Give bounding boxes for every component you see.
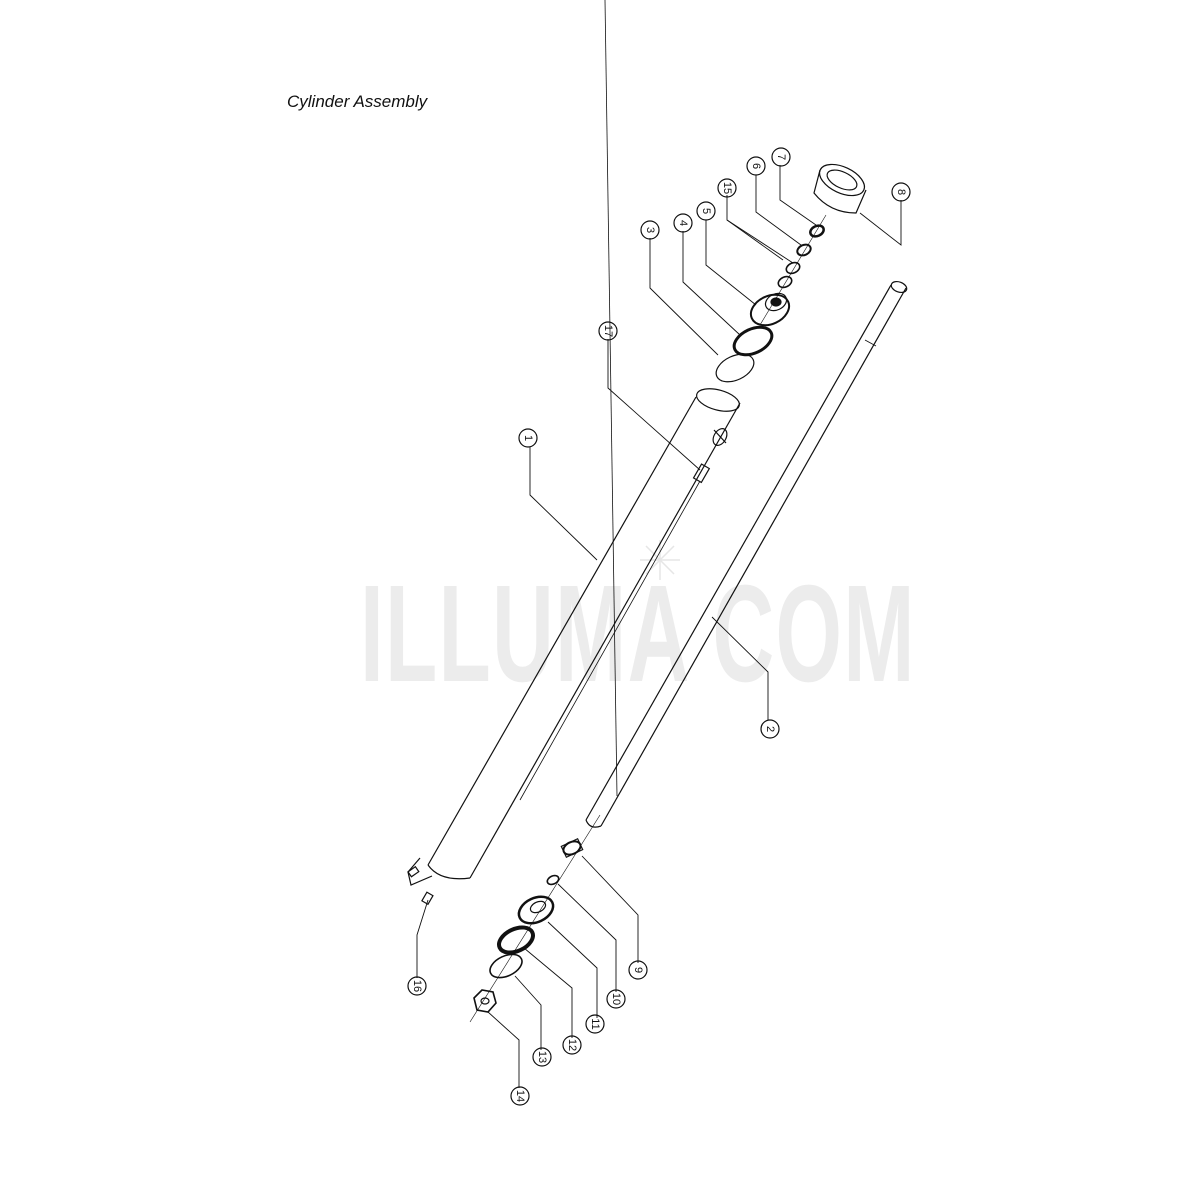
- callout-16: [407, 976, 427, 996]
- diagram-title: Cylinder Assembly: [287, 92, 428, 111]
- gland-5: [749, 292, 791, 327]
- callout-7: [771, 147, 791, 167]
- callout-label-17: 17: [602, 325, 614, 337]
- callout-6: [746, 156, 766, 176]
- callout-1: [518, 428, 538, 448]
- callout-label-15: 15: [721, 182, 733, 194]
- grease-fitting: [519, 463, 711, 801]
- watermark-star: [640, 540, 680, 580]
- piston-rod: [585, 0, 908, 828]
- callout-label-2: 2: [764, 726, 776, 732]
- spacer-9: [560, 837, 584, 859]
- callout-label-16: 16: [411, 980, 423, 992]
- callout-17: [598, 321, 618, 341]
- callout-13: [532, 1047, 552, 1067]
- callout-11: [585, 1014, 605, 1034]
- seal-15: [777, 261, 801, 289]
- callout-3: [640, 220, 660, 240]
- callout-12: [562, 1035, 582, 1055]
- nut-14: [473, 989, 497, 1013]
- callout-label-8: 8: [895, 189, 907, 195]
- wear-ring-13: [489, 953, 523, 979]
- o-ring-10: [546, 874, 560, 886]
- callout-14: [510, 1086, 530, 1106]
- callout-label-6: 6: [750, 163, 762, 169]
- callout-label-10: 10: [610, 993, 622, 1005]
- callout-label-5: 5: [700, 208, 712, 214]
- callout-label-1: 1: [522, 435, 534, 441]
- backup-ring-4: [732, 325, 774, 357]
- end-cap-8: [813, 163, 867, 214]
- o-ring-3: [715, 353, 755, 383]
- cylinder-barrel: [407, 388, 741, 886]
- leader-lines: [416, 165, 902, 1088]
- callout-8: [891, 182, 911, 202]
- fitting-16: [421, 891, 434, 906]
- piston-seal-12: [497, 925, 535, 955]
- callout-label-3: 3: [644, 227, 656, 233]
- piston-11: [517, 895, 555, 925]
- seal-7: [809, 224, 825, 238]
- callout-label-4: 4: [677, 220, 689, 226]
- callout-15: [717, 178, 737, 198]
- callout-9: [628, 960, 648, 980]
- callout-5: [696, 201, 716, 221]
- callout-label-11: 11: [589, 1018, 601, 1029]
- callout-label-13: 13: [536, 1051, 548, 1063]
- callout-4: [673, 213, 693, 233]
- callout-label-7: 7: [775, 154, 787, 160]
- callout-label-9: 9: [632, 967, 644, 973]
- callout-10: [606, 989, 626, 1009]
- callout-label-14: 14: [514, 1090, 526, 1102]
- wiper-6: [796, 243, 812, 257]
- callout-label-12: 12: [566, 1039, 578, 1051]
- callout-2: [760, 719, 780, 739]
